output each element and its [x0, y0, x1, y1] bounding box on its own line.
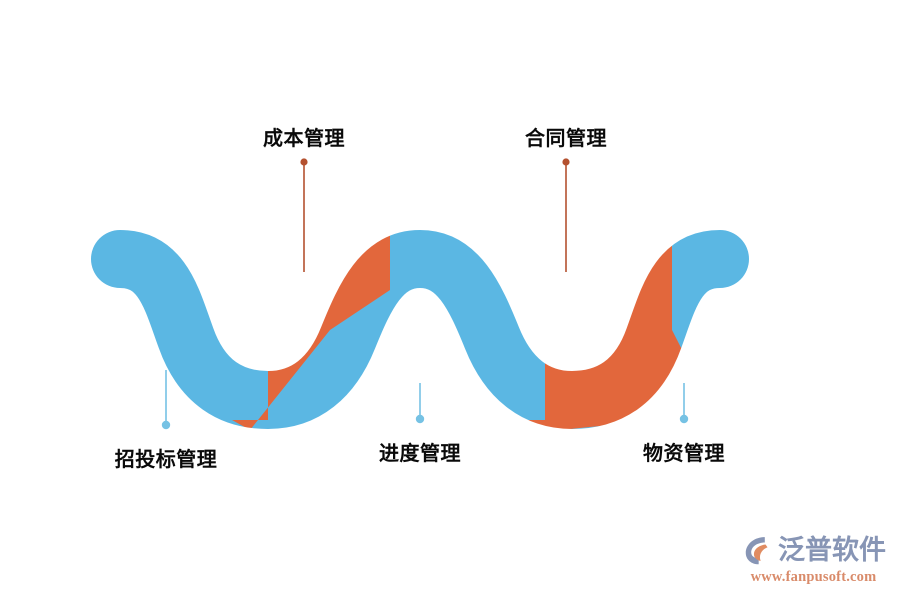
label-material-management[interactable]: 物资管理 [643, 443, 725, 465]
watermark-row: 泛普软件 [741, 533, 886, 567]
watermark-url: www.fanpusoft.com [750, 569, 877, 585]
label-schedule-management[interactable]: 进度管理 [379, 443, 461, 465]
fanpu-logo-icon [745, 537, 768, 565]
label-connectors [161, 158, 689, 430]
label-cost-management[interactable]: 成本管理 [263, 128, 345, 150]
ribbon-segment-orange-2 [505, 160, 700, 430]
watermark-logo: 泛普软件 www.fanpusoft.com [741, 533, 886, 586]
logo-arc-shape [753, 544, 768, 561]
label-tender-management[interactable]: 招投标管理 [114, 449, 218, 471]
watermark-brand: 泛普软件 [778, 534, 886, 566]
connector-dot-tender-management [161, 420, 171, 430]
connector-dot-material-management [679, 414, 689, 424]
connector-dot-contract-management [562, 158, 570, 166]
connector-dot-cost-management [300, 158, 308, 166]
ribbon-segment-orange-1 [232, 160, 390, 430]
label-contract-management[interactable]: 合同管理 [525, 128, 607, 150]
logo-c-shape [745, 537, 765, 565]
connector-dot-schedule-management [415, 414, 425, 424]
